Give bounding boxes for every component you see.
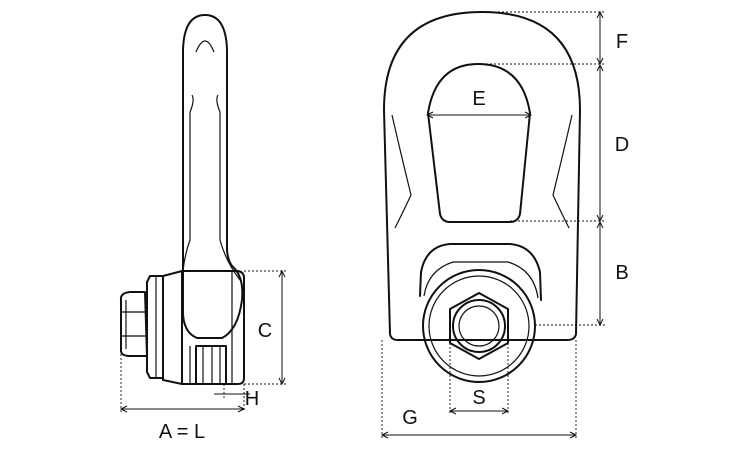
front-outer-body bbox=[383, 11, 581, 341]
dimension-s bbox=[448, 343, 510, 415]
front-eye-opening bbox=[427, 63, 531, 223]
label-c: C bbox=[258, 320, 272, 342]
front-bushing bbox=[419, 243, 542, 301]
side-bail bbox=[181, 14, 244, 339]
dimension-e bbox=[425, 111, 533, 119]
dimension-b bbox=[535, 220, 605, 327]
dimension-d bbox=[510, 63, 605, 223]
side-view bbox=[119, 14, 245, 385]
label-d: D bbox=[615, 134, 629, 156]
side-hex-nut bbox=[119, 291, 148, 357]
dimension-a-l bbox=[119, 350, 246, 413]
label-f: F bbox=[616, 31, 628, 53]
dimension-g bbox=[380, 340, 578, 439]
label-s: S bbox=[472, 387, 485, 409]
label-e: E bbox=[472, 88, 485, 110]
label-b: B bbox=[615, 262, 628, 284]
label-h: H bbox=[245, 388, 259, 410]
side-flange bbox=[146, 275, 164, 379]
front-washer bbox=[422, 269, 536, 383]
front-hex-head bbox=[449, 292, 509, 360]
dimension-f bbox=[482, 10, 605, 66]
front-bolt-end bbox=[452, 299, 506, 353]
side-bolt bbox=[195, 345, 227, 385]
label-g: G bbox=[402, 407, 418, 429]
dimension-c bbox=[244, 269, 287, 386]
label-a-eq-l: A = L bbox=[159, 421, 205, 443]
front-view bbox=[383, 11, 581, 383]
